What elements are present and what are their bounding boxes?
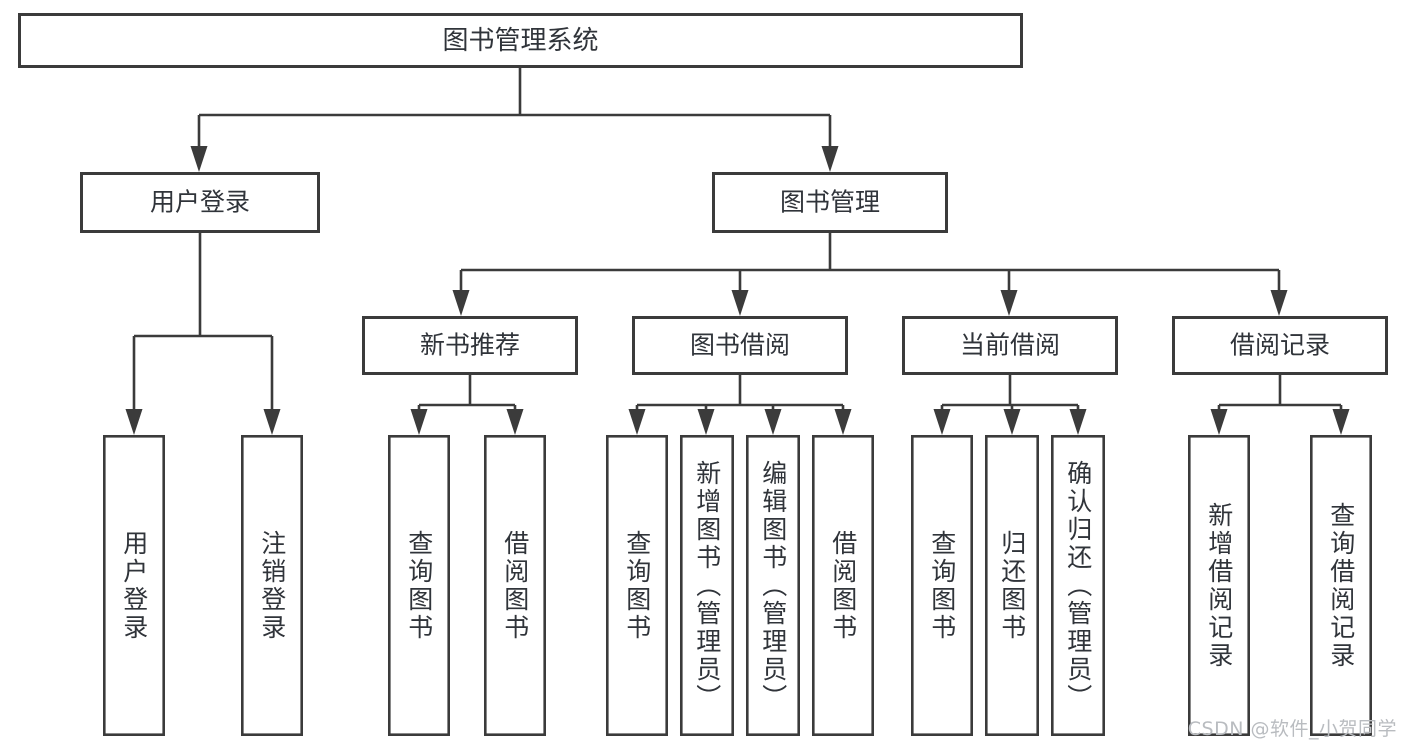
leaf-box-leaf-return-book[interactable] — [984, 434, 1039, 736]
leaf-box-leaf-confirm-return[interactable] — [1051, 434, 1106, 736]
leaf-box-leaf-add-book[interactable] — [679, 434, 734, 736]
leaf-box-leaf-add-record[interactable] — [1188, 434, 1251, 736]
leaf-box-leaf-borrow-book-2[interactable] — [811, 434, 874, 736]
node-label-user-login: 用户登录 — [150, 188, 250, 217]
leaf-box-leaf-borrow-book-1[interactable] — [483, 434, 546, 736]
connector-current-borrow-to-leaves — [933, 375, 1087, 435]
leaf-box-leaf-logout-login[interactable] — [241, 434, 304, 736]
node-label-root: 图书管理系统 — [442, 26, 598, 56]
node-box-new-book-recommend[interactable] — [362, 316, 578, 375]
connector-book-manage-to-level3 — [452, 233, 1288, 316]
node-box-user-login[interactable] — [80, 172, 320, 233]
leaf-box-leaf-query-record[interactable] — [1310, 434, 1373, 736]
node-box-borrow-record[interactable] — [1172, 316, 1388, 375]
node-label-book-borrow: 图书借阅 — [690, 331, 790, 360]
node-box-layer — [18, 13, 1388, 736]
leaf-box-leaf-edit-book[interactable] — [745, 434, 800, 736]
leaf-box-leaf-query-book-1[interactable] — [387, 434, 450, 736]
connector-borrow-record-to-leaves — [1210, 375, 1350, 435]
node-box-current-borrow[interactable] — [902, 316, 1118, 375]
connector-user-login-to-leaves — [125, 233, 281, 435]
connector-layer — [125, 68, 1350, 435]
node-label-current-borrow: 当前借阅 — [960, 331, 1060, 360]
leaf-box-leaf-query-book-3[interactable] — [910, 434, 973, 736]
connector-book-borrow-to-leaves — [628, 375, 852, 435]
node-label-borrow-record: 借阅记录 — [1230, 331, 1330, 360]
leaf-box-leaf-query-book-2[interactable] — [605, 434, 668, 736]
connector-new-book-to-leaves — [410, 375, 524, 435]
node-box-book-borrow[interactable] — [632, 316, 848, 375]
node-label-new-book-recommend: 新书推荐 — [420, 331, 520, 360]
connector-root-to-level2 — [190, 68, 839, 172]
node-label-book-manage: 图书管理 — [780, 188, 880, 217]
csdn-watermark: CSDN @软件_小贺同学 — [1187, 718, 1397, 740]
node-box-root[interactable] — [18, 13, 1023, 68]
node-box-book-manage[interactable] — [712, 172, 948, 233]
leaf-box-leaf-user-login[interactable] — [103, 434, 166, 736]
